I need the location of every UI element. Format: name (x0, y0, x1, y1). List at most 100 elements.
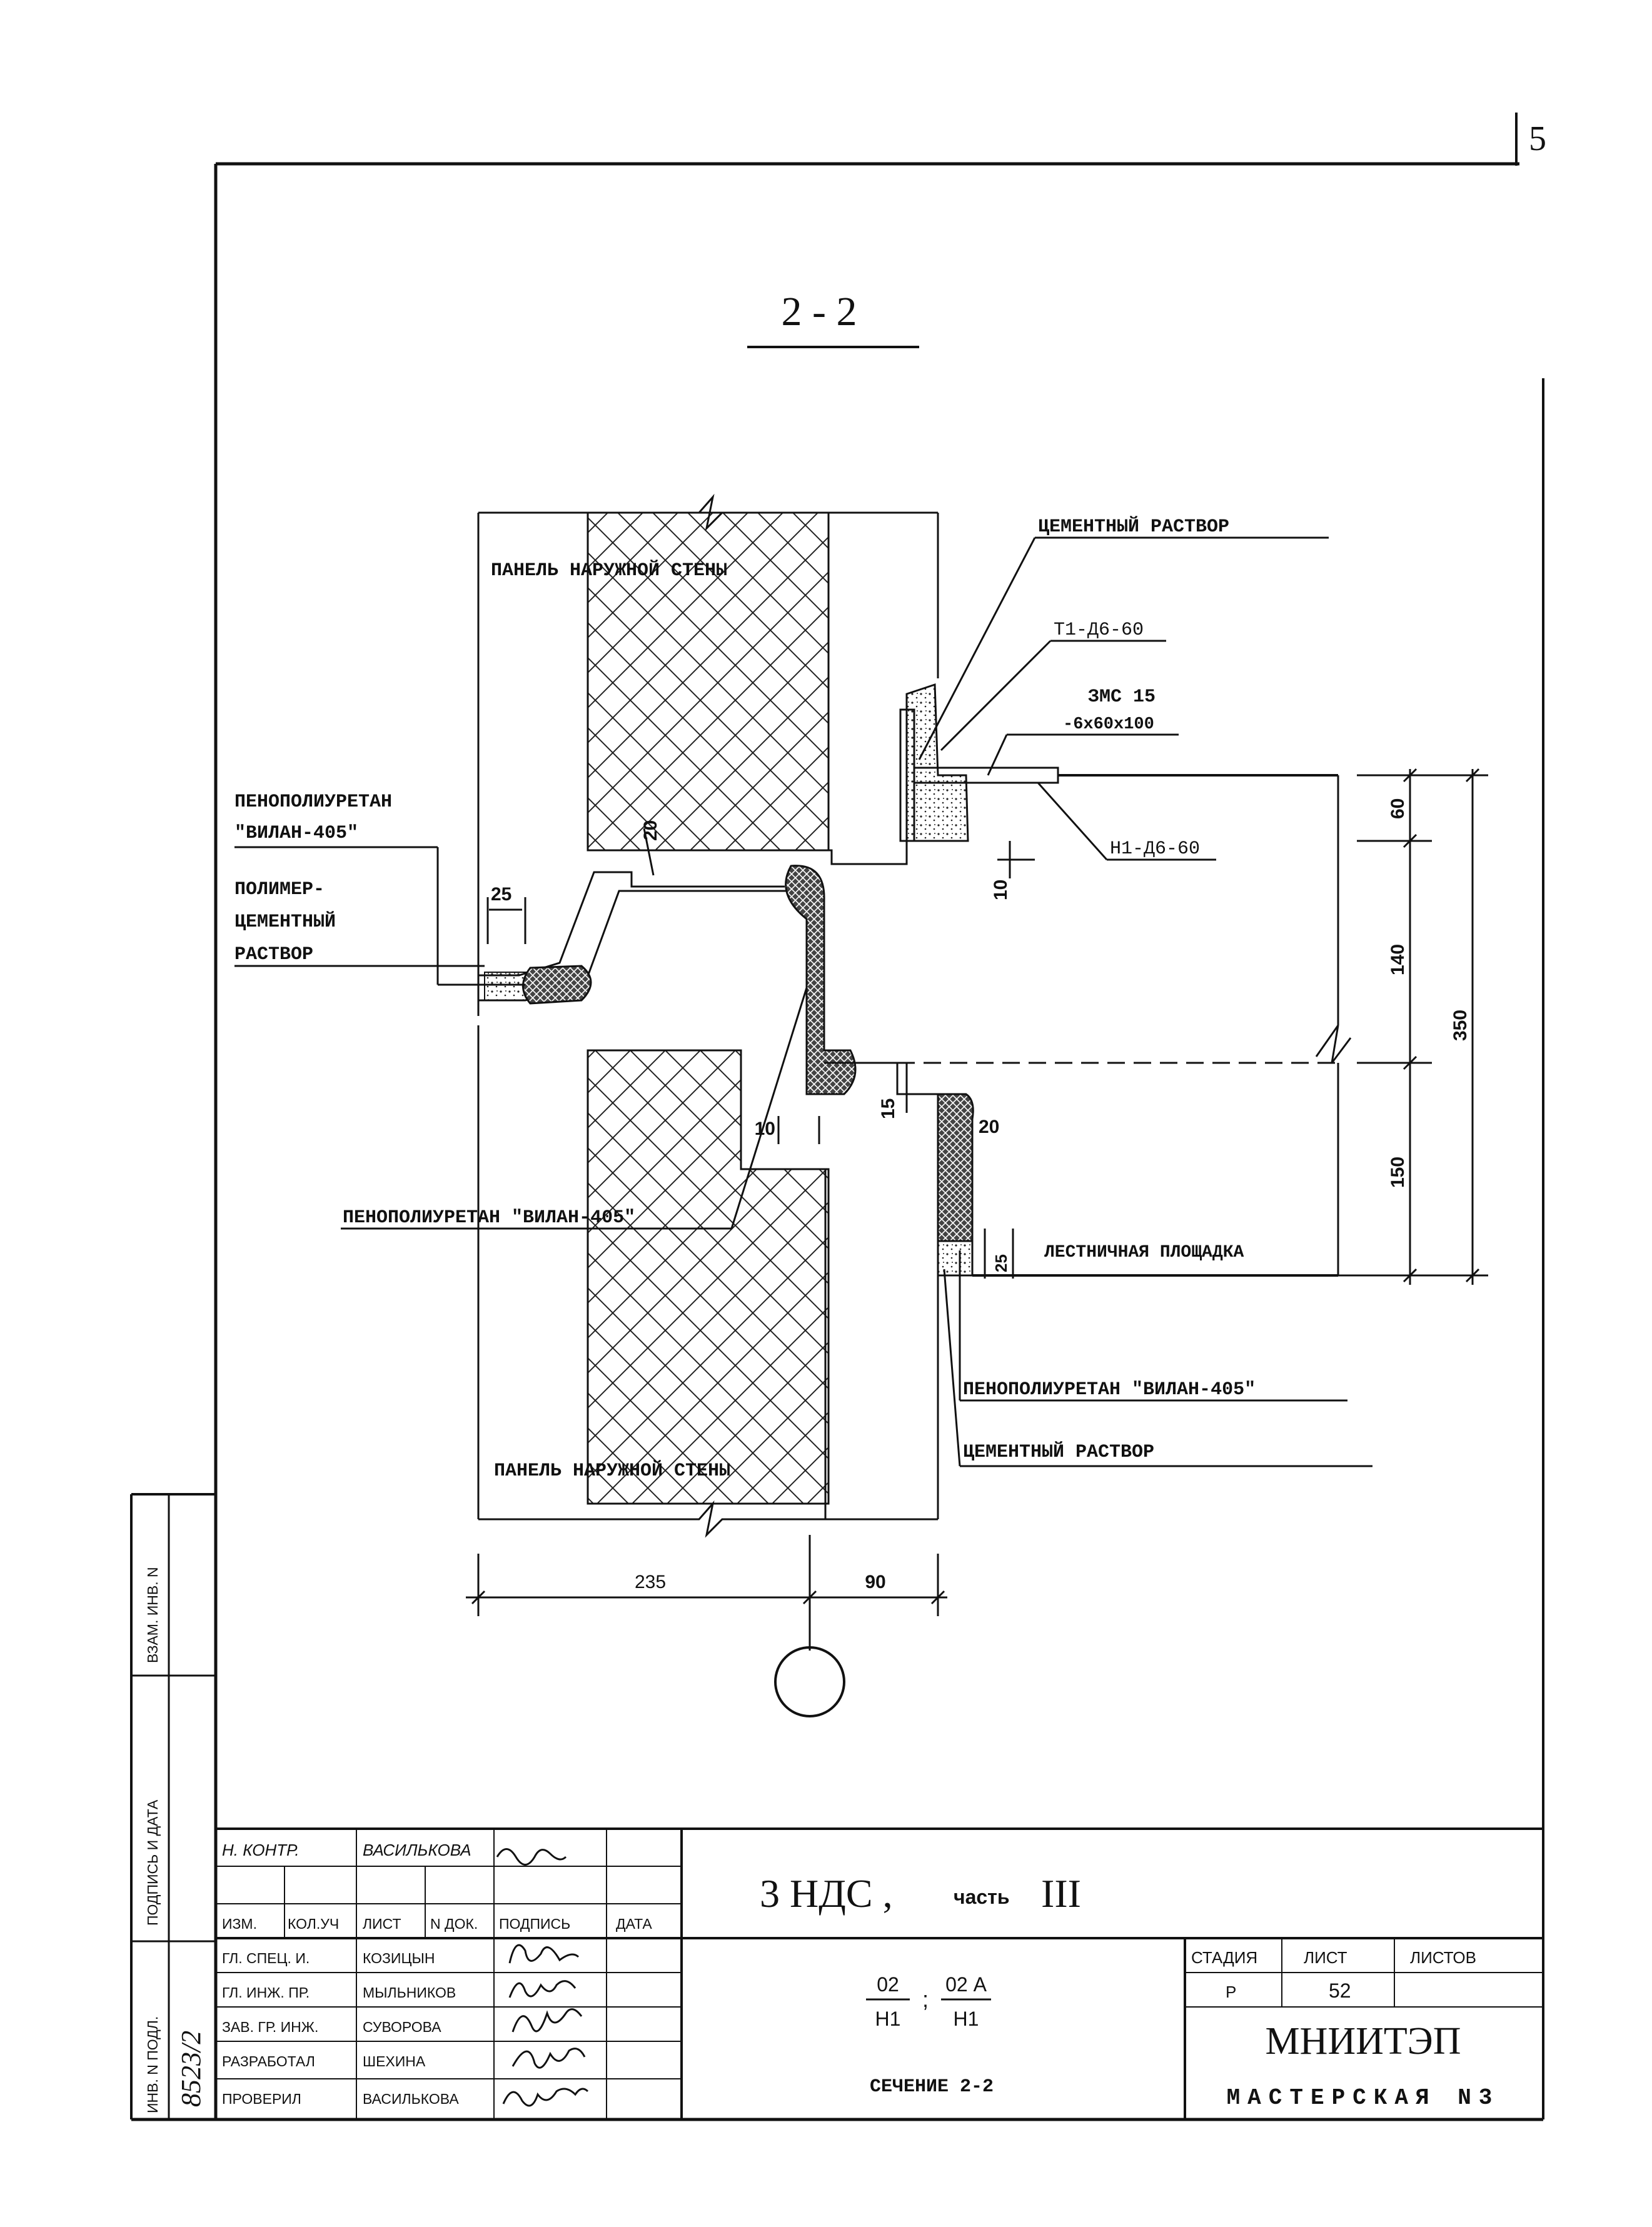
stamp-vzam: ВЗАМ. ИНВ. N (144, 1567, 161, 1663)
break-line-bottom (478, 1500, 938, 1538)
dim-235: 235 (635, 1572, 666, 1592)
label-ppu-bottom-right: ПЕНОПОЛИУРЕТАН "ВИЛАН-405" (963, 1379, 1256, 1400)
label-anchor-h1: Н1-Д6-60 (1110, 838, 1200, 860)
axis-circle (774, 1646, 845, 1717)
stamp-inv-number: 8523/2 (176, 2031, 206, 2107)
dimension-values: 25 20 10 60 140 350 150 10 15 20 25 235 … (491, 798, 1471, 1592)
upper-wall-panel (477, 493, 939, 1016)
tb-name-4: ВАСИЛЬКОВА (363, 2091, 459, 2107)
signatures (496, 1848, 589, 2107)
signature-row-4 (502, 2088, 589, 2107)
tb-name-3: ШЕХИНА (363, 2053, 426, 2069)
signature-row-2 (511, 2008, 583, 2033)
tb-head-data: ДАТА (616, 1916, 652, 1932)
label-ppu-left-1: ПЕНОПОЛИУРЕТАН (234, 792, 392, 813)
tb-role-2: ЗАВ. ГР. ИНЖ. (222, 2019, 318, 2035)
drawing-frame (131, 162, 1544, 2121)
tb-role-1: ГЛ. ИНЖ. ПР. (222, 1984, 310, 2001)
tb-role-4: ПРОВЕРИЛ (222, 2091, 301, 2107)
tb-listov-label: ЛИСТОВ (1410, 1948, 1476, 1967)
tb-code-num2: 02 А (945, 1973, 987, 1996)
tb-part-num: III (1041, 1871, 1081, 1916)
break-line-top (478, 493, 938, 531)
tb-code-num1: 02 (877, 1973, 899, 1996)
dim-90: 90 (865, 1572, 885, 1592)
stamp-podpis: ПОДПИСЬ И ДАТА (144, 1799, 161, 1926)
dim-150: 150 (1388, 1157, 1408, 1188)
tb-head-list: ЛИСТ (363, 1916, 401, 1932)
tb-stage-value: Р (1226, 1983, 1236, 2001)
foam-seal-left (522, 965, 592, 1005)
tb-code-sep: ; (922, 1986, 929, 2012)
label-ppu-left-2: "ВИЛАН-405" (234, 823, 358, 844)
tb-project: 3 НДС , (760, 1871, 893, 1916)
upper-joint-profile (478, 865, 1352, 1095)
signature-row-0 (508, 1944, 580, 1964)
leader-lines (234, 536, 1372, 1467)
label-polymer-1: ПОЛИМЕР- (234, 879, 325, 900)
label-cement-mortar-top: ЦЕМЕНТНЫЙ РАСТВОР (1038, 516, 1229, 538)
tb-code-den2: Н1 (954, 2008, 979, 2030)
section-title: 2 - 2 (782, 289, 857, 334)
dim-350: 350 (1450, 1010, 1471, 1041)
tb-role-0: ГЛ. СПЕЦ. И. (222, 1950, 310, 1966)
dim-20-right: 20 (979, 1117, 999, 1137)
tb-stage-label: СТАДИЯ (1191, 1948, 1257, 1967)
tb-n-kontr-name: ВАСИЛЬКОВА (363, 1841, 471, 1859)
dim-60: 60 (1388, 798, 1408, 819)
drawing-labels: ПАНЕЛЬ НАРУЖНОЙ СТЕНЫ ЦЕМЕНТНЫЙ РАСТВОР … (234, 516, 1256, 1482)
signature-row-1 (508, 1980, 577, 1998)
dim-10-right: 10 (990, 880, 1011, 900)
foam-seal-right (937, 1093, 974, 1242)
dimension-lines (466, 769, 1488, 1651)
tb-sheet-name: СЕЧЕНИЕ 2-2 (870, 2076, 994, 2098)
upper-anchor-node (899, 683, 1339, 1025)
cement-mortar-fill-bottom (937, 1240, 974, 1277)
dim-10-mid: 10 (755, 1119, 775, 1139)
label-panel-bottom: ПАНЕЛЬ НАРУЖНОЙ СТЕНЫ (494, 1460, 730, 1482)
signature-row-3 (511, 2048, 586, 2069)
label-polymer-3: РАСТВОР (234, 944, 313, 965)
label-cement-mortar-bottom: ЦЕМЕНТНЫЙ РАСТВОР (963, 1441, 1154, 1463)
label-anchor-t1: Т1-Д6-60 (1054, 620, 1144, 641)
tb-role-3: РАЗРАБОТАЛ (222, 2053, 315, 2069)
dimension-ticks (471, 768, 1480, 1605)
polymer-cement-fill (484, 972, 529, 1001)
cement-mortar-fill-top (905, 683, 969, 842)
tb-name-1: МЫЛЬНИКОВ (363, 1984, 456, 2001)
tb-n-kontr: Н. КОНТР. (222, 1841, 300, 1859)
title-block-grid (216, 1829, 1543, 2119)
dim-140: 140 (1388, 944, 1408, 975)
tb-list-label: ЛИСТ (1304, 1948, 1347, 1967)
title-block-text: Н. КОНТР. ВАСИЛЬКОВА ИЗМ. КОЛ.УЧ ЛИСТ N … (222, 1841, 1500, 2111)
dim-15: 15 (878, 1098, 899, 1119)
label-zms-1: ЗМС 15 (1088, 686, 1156, 708)
axis-marker (774, 1597, 845, 1717)
page-number-box: 5 (1515, 113, 1546, 166)
label-panel-top: ПАНЕЛЬ НАРУЖНОЙ СТЕНЫ (491, 560, 727, 581)
tb-head-izm: ИЗМ. (222, 1916, 257, 1932)
tb-head-podpis: ПОДПИСЬ (499, 1916, 570, 1932)
section-title-group: 2 - 2 (747, 289, 919, 348)
tb-part-word: часть (954, 1886, 1010, 1908)
tb-org: МНИИТЭП (1265, 2020, 1461, 2063)
page-number: 5 (1529, 119, 1546, 158)
landing-node (937, 1063, 1339, 1277)
side-stamp (130, 1493, 216, 2119)
tb-code-den1: Н1 (875, 2008, 901, 2030)
tb-head-koluch: КОЛ.УЧ (288, 1916, 339, 1932)
dim-25: 25 (491, 884, 511, 905)
tb-workshop: МАСТЕРСКАЯ N3 (1227, 2085, 1500, 2111)
dim-25-bottom: 25 (992, 1254, 1010, 1272)
label-polymer-2: ЦЕМЕНТНЫЙ (234, 911, 336, 933)
label-zms-2: -6x60x100 (1063, 715, 1154, 734)
tb-head-ndok: N ДОК. (430, 1916, 478, 1932)
tb-name-0: КОЗИЦЫН (363, 1950, 435, 1966)
tb-list-value: 52 (1329, 1979, 1351, 2002)
lower-wall-panel (477, 1025, 939, 1538)
signature-n-kontr (496, 1848, 567, 1866)
lower-insulation-hatch (587, 1049, 830, 1505)
foam-seal-middle (785, 865, 857, 1095)
dim-20-top: 20 (640, 820, 661, 841)
